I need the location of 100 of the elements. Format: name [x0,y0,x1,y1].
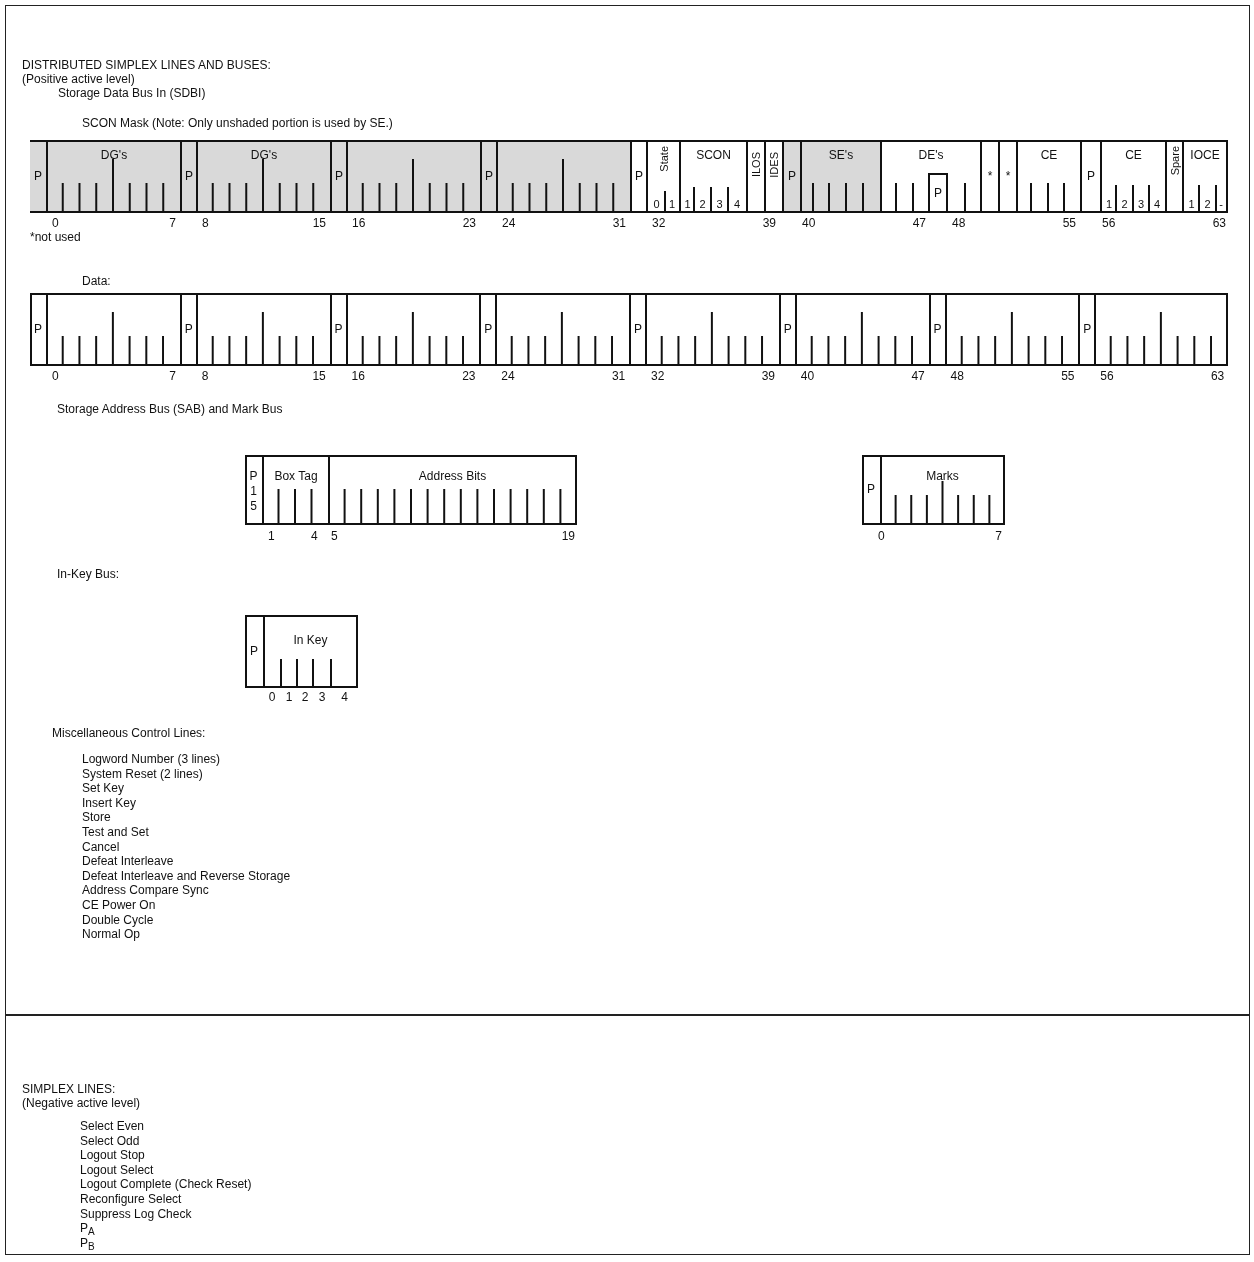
signal-name: Defeat Interleave and Reverse Storage [82,868,291,883]
bit-number: 1 [668,198,676,211]
parity-bit-label: P [34,321,42,336]
signal-name: System Reset (2 lines) [82,766,203,781]
bit-field [30,142,46,211]
bit-number: 0 [878,529,885,543]
bit-field [180,142,196,211]
parity-bit-label: * [987,168,993,183]
bit-number: 56 [1102,216,1116,230]
field-label: DE's [918,148,944,162]
field-label: CE [1125,148,1142,162]
bit-number: 63 [1210,369,1225,383]
bit-number: 3 [1137,198,1145,211]
signal-name: Cancel [82,839,120,854]
field-label: IDES [768,152,780,178]
section-heading: SIMPLEX LINES: [22,1082,116,1096]
bit-number: 16 [351,369,365,383]
signal-name: Insert Key [82,795,137,810]
parity-bit-label: P [34,168,42,183]
signal-name: Logout Select [80,1162,154,1177]
bit-number: 0 [653,198,660,211]
field-label: State [657,146,670,172]
bit-number: 0 [268,690,276,704]
bit-field [196,142,330,211]
section-heading: Miscellaneous Control Lines: [52,726,206,740]
bit-field [630,142,646,211]
parity-bit-label: P [1083,321,1092,336]
signal-name: Double Cycle [82,912,154,927]
register-bar [30,293,1228,366]
bit-number: 63 [1212,216,1226,230]
signal-name: CE Power On [82,898,156,912]
parity-bit-label: P [635,168,643,183]
bit-number: 1 [1188,198,1195,211]
bit-number: 32 [651,369,665,383]
subheading: (Positive active level) [22,72,135,86]
field-label: Box Tag [274,469,318,483]
bit-number: 7 [995,529,1002,543]
bit-number: 55 [1062,216,1076,230]
section-heading: Data: [82,274,111,288]
bit-number: 1 [268,529,275,543]
bit-number: 2 [301,690,309,704]
bit-number: 40 [800,369,815,383]
signal-name: Defeat Interleave [82,854,174,869]
field-label: DG's [100,148,128,162]
field-label: Spare [1168,146,1181,176]
bit-number: 4 [733,198,741,211]
parity-bit-label: P [634,321,642,336]
bit-number: 40 [802,216,816,230]
field-label: Address Bits [418,469,487,483]
bit-number: 4 [311,529,318,543]
bit-number: 7 [169,369,176,383]
bit-number: 8 [201,369,209,383]
signal-name: Address Compare Sync [82,883,209,898]
bit-number: 56 [1100,369,1114,383]
section-heading: Storage Data Bus In (SDBI) [58,86,206,100]
signal-name: P$_{A}$ [80,1221,95,1238]
bit-field [496,142,630,211]
section-heading: Storage Address Bus (SAB) and Mark Bus [57,402,283,416]
bit-number: 2 [699,198,706,211]
field-label: CE [1040,148,1058,162]
bit-number: 24 [502,216,516,230]
bit-number: - [1219,198,1223,211]
parity-bit-label: P [250,643,258,658]
signal-name: Normal Op [82,927,140,942]
parity-bit-label: P [933,321,942,336]
field-label: Marks [926,469,959,483]
bit-number: 1 [1105,198,1113,211]
bit-number: 48 [950,369,964,383]
signal-name: Store [82,810,111,825]
signal-name: Select Even [80,1119,145,1133]
bit-number: 39 [761,369,775,383]
bit-field [1182,142,1226,211]
register-bar [30,140,1228,213]
field-label: SE's [828,148,854,162]
bit-number: 39 [762,216,776,230]
signal-name: Logword Number (3 lines) [82,752,221,766]
signal-name: Reconfigure Select [80,1192,182,1206]
register-bar [862,455,1005,525]
footnote: *not used [30,230,81,244]
parity-bit-label: P [335,168,343,183]
bit-number: 23 [462,216,476,230]
parity-bit-label: P [185,168,193,183]
signal-name: Logout Complete (Check Reset) [80,1177,252,1192]
signal-name: Select Odd [80,1133,140,1148]
bit-field [629,295,645,364]
parity-bit-label: 5 [250,499,257,513]
parity-bit-field [928,173,948,211]
bit-field [480,142,496,211]
bit-number: 8 [202,216,209,230]
bit-number: 31 [612,216,626,230]
bit-field [330,142,346,211]
bit-number: 2 [1121,198,1128,211]
signal-name: P$_{B}$ [80,1235,95,1255]
parity-bit-label: P [783,321,792,336]
bit-number: 1 [285,690,293,704]
parity-bit-label: 1 [250,484,257,498]
field-label: DG's [250,148,278,162]
register-bar [245,615,358,688]
bit-field [782,142,800,211]
bit-number: 32 [652,216,666,230]
